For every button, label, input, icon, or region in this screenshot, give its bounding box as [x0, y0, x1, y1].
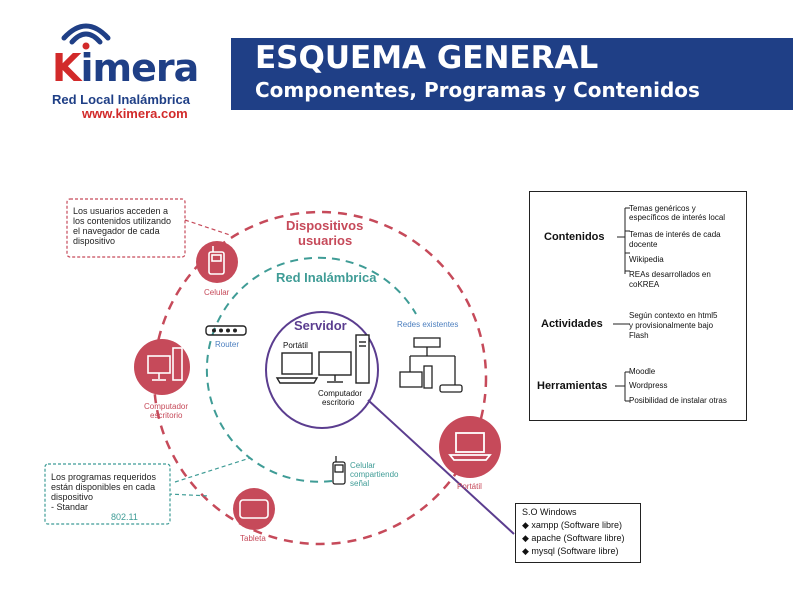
network-ring-label: Red Inalámbrica [276, 270, 377, 285]
computador-icon [147, 347, 183, 381]
celular-icon [208, 246, 225, 275]
legend-contenidos-item: Temas de interés de cada [629, 230, 721, 239]
server-connector-line [367, 399, 515, 535]
celular-compartiendo-label-3: señal [350, 479, 370, 488]
celular-compartiendo-label-2: compartiendo [350, 470, 399, 479]
tableta-label: Tableta [240, 534, 266, 543]
logo-letters: imera [80, 46, 199, 90]
note-programs-line: están disponibles en cada [51, 482, 156, 492]
note-programs-tag: 802.11 [111, 512, 138, 522]
legend-herramientas-heading: Herramientas [537, 380, 608, 392]
legend-contenidos-item: REAs desarrollados en [629, 270, 711, 279]
os-box-item-text: apache (Software libre) [531, 533, 625, 543]
os-box-item: ◆ xampp (Software libre) [522, 520, 622, 530]
note-users-line: el navegador de cada [73, 226, 160, 236]
legend-contenidos-item: coKREA [629, 280, 660, 289]
devices-ring [152, 210, 488, 546]
portatil-circle [439, 416, 501, 478]
legend-contenidos-item: Wikipedia [629, 255, 664, 264]
title-banner [231, 38, 793, 110]
legend-actividades-item: Flash [629, 331, 649, 340]
legend-contenidos-item: específicos de interés local [629, 213, 726, 222]
os-box-title: S.O Windows [522, 507, 577, 517]
logo-url-link[interactable]: www.kimera.com [82, 106, 188, 121]
note-users-line: los contenidos utilizando [73, 216, 172, 226]
page-title: ESQUEMA GENERAL [255, 40, 599, 76]
note-users-text: Los usuarios acceden a los contenidos ut… [73, 206, 185, 246]
celular-compartiendo-label-1: Celular [350, 461, 376, 470]
legend-contenidos-heading: Contenidos [544, 231, 605, 243]
note-users-box [66, 198, 186, 258]
celular-compartiendo-icon [332, 456, 346, 485]
note-programs-connector [167, 457, 251, 497]
legend-herramientas-item: Wordpress [629, 381, 668, 390]
tableta-icon [239, 499, 269, 519]
logo-wordmark: Kimera [52, 46, 199, 90]
router-label: Router [215, 340, 240, 349]
redes-existentes-label: Redes existentes [397, 320, 459, 329]
note-users-line: dispositivo [73, 236, 116, 246]
wifi-logo-icon [61, 23, 111, 50]
note-programs-line: dispositivo [51, 492, 94, 502]
network-ring [205, 256, 417, 483]
os-box-item-text: mysql (Software libre) [531, 546, 619, 556]
legend-contenidos-item: Temas genéricos y [629, 204, 696, 213]
logo-letter-k: K [52, 46, 81, 90]
computador-label-2: escritorio [150, 411, 183, 420]
note-programs-text: Los programas requeridos están disponibl… [51, 472, 171, 512]
legend-herramientas-item: Posibilidad de instalar otras [629, 396, 727, 405]
server-desktop-label-1: Computador [318, 389, 363, 398]
legend-actividades-heading: Actividades [541, 318, 603, 330]
server-laptop-label: Portátil [283, 341, 308, 350]
server-laptop-icon [275, 352, 319, 384]
celular-label: Celular [204, 288, 230, 297]
os-box [515, 503, 641, 563]
legend-brackets [613, 207, 630, 402]
note-programs-box [44, 463, 171, 525]
legend-herramientas-item: Moodle [629, 367, 656, 376]
legend-actividades-item: y provisionalmente bajo [629, 321, 714, 330]
celular-circle [196, 241, 238, 283]
legend-contenidos-item: docente [629, 240, 658, 249]
computador-label-1: Computador [144, 402, 189, 411]
server-label: Servidor [294, 318, 347, 333]
computador-circle [134, 339, 190, 395]
os-box-item-text: xampp (Software libre) [531, 520, 622, 530]
devices-ring-label-2: usuarios [298, 233, 353, 248]
router-icon [205, 325, 247, 336]
logo-subtitle: Red Local Inalámbrica [52, 92, 190, 107]
page-subtitle: Componentes, Programas y Contenidos [255, 78, 700, 102]
note-users-line: Los usuarios acceden a [73, 206, 169, 216]
redes-existentes-icon [399, 337, 463, 393]
portatil-label: Portátil [457, 482, 482, 491]
legend-panel [529, 191, 747, 421]
os-box-item: ◆ mysql (Software libre) [522, 546, 619, 556]
devices-ring-label-1: Dispositivos [286, 218, 364, 233]
legend-actividades-item: Según contexto en html5 [629, 311, 718, 320]
server-ellipse [265, 311, 379, 429]
tableta-circle [233, 488, 275, 530]
server-desktop-icon [318, 334, 370, 384]
server-desktop-label-2: escritorio [322, 398, 355, 407]
note-programs-line: Los programas requeridos [51, 472, 157, 482]
os-box-item: ◆ apache (Software libre) [522, 533, 625, 543]
portatil-icon [448, 432, 492, 461]
note-programs-line: - Standar [51, 502, 89, 512]
note-users-connector [184, 219, 231, 236]
